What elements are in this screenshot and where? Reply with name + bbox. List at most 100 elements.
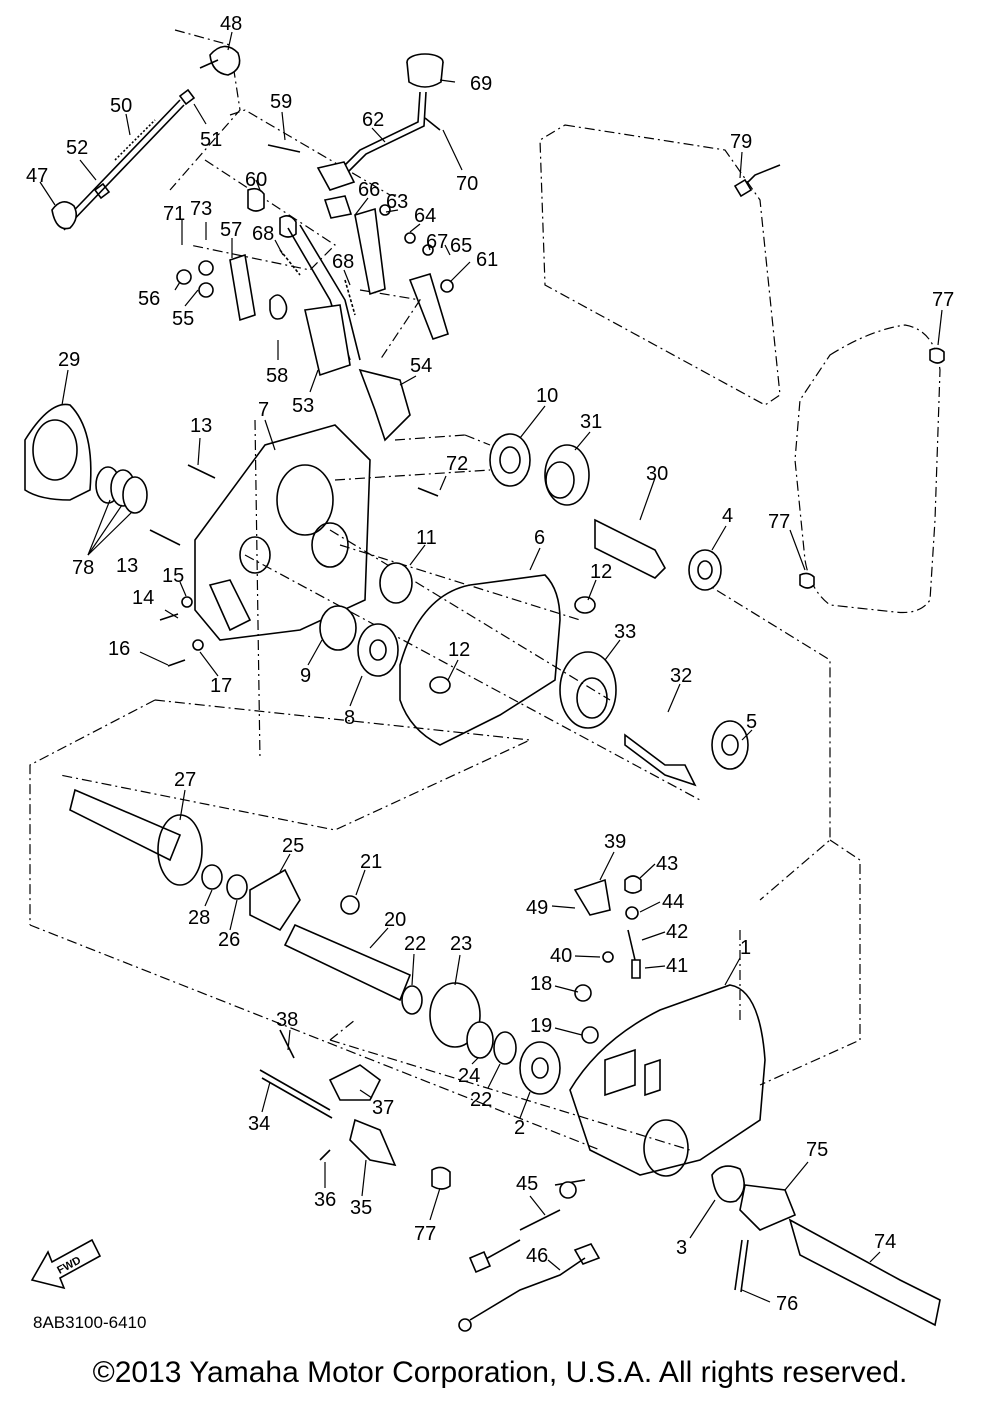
callout-23: 23 <box>450 933 472 955</box>
callout-26: 26 <box>218 929 240 951</box>
callout-42: 42 <box>666 921 688 943</box>
callout-53: 53 <box>292 395 314 417</box>
callout-29: 29 <box>58 349 80 371</box>
callout-68b: 68 <box>332 251 354 273</box>
callout-3: 3 <box>676 1237 687 1259</box>
callout-54: 54 <box>410 355 432 377</box>
callout-36: 36 <box>314 1189 336 1211</box>
callout-55: 55 <box>172 308 194 330</box>
main-shaft-assembly <box>69 788 561 1095</box>
callout-47: 47 <box>26 165 48 187</box>
callout-77c: 77 <box>414 1223 436 1245</box>
callout-38: 38 <box>276 1009 298 1031</box>
callout-79: 79 <box>730 131 752 153</box>
neutral-switch-wiring <box>458 1179 601 1332</box>
callout-40: 40 <box>550 945 572 967</box>
callout-32: 32 <box>670 665 692 687</box>
callout-73: 73 <box>190 198 212 220</box>
callout-13a: 13 <box>190 415 212 437</box>
callout-35: 35 <box>350 1197 372 1219</box>
callout-61: 61 <box>476 249 498 271</box>
callout-67: 67 <box>426 231 448 253</box>
callout-2: 2 <box>514 1117 525 1139</box>
callout-22a: 22 <box>404 933 426 955</box>
callout-21: 21 <box>360 851 382 873</box>
callout-1: 1 <box>740 937 751 959</box>
callout-62: 62 <box>362 109 384 131</box>
callout-59: 59 <box>270 91 292 113</box>
callout-28: 28 <box>188 907 210 929</box>
callout-17: 17 <box>210 675 232 697</box>
callout-63: 63 <box>386 191 408 213</box>
callout-labels: 48 69 50 59 62 51 52 79 47 60 66 63 70 7… <box>26 13 954 1315</box>
callout-12a: 12 <box>590 561 612 583</box>
callout-41: 41 <box>666 955 688 977</box>
callout-10: 10 <box>536 385 558 407</box>
callout-18: 18 <box>530 973 552 995</box>
assembly-boundary-lines <box>29 29 861 1151</box>
callout-6: 6 <box>534 527 545 549</box>
callout-27: 27 <box>174 769 196 791</box>
callout-5: 5 <box>746 711 757 733</box>
callout-15: 15 <box>162 565 184 587</box>
callout-66: 66 <box>358 179 380 201</box>
callout-30: 30 <box>646 463 668 485</box>
fwd-arrow-icon: FWD <box>30 1238 102 1290</box>
callout-75: 75 <box>806 1139 828 1161</box>
callout-11: 11 <box>416 527 437 549</box>
callout-4: 4 <box>722 505 733 527</box>
callout-14: 14 <box>132 587 154 609</box>
callout-56: 56 <box>138 288 160 310</box>
cover-gasket <box>539 124 945 614</box>
callout-71: 71 <box>163 203 185 225</box>
right-case-assembly <box>259 875 941 1327</box>
callout-60: 60 <box>245 169 267 191</box>
callout-74: 74 <box>874 1231 896 1253</box>
callout-39: 39 <box>604 831 626 853</box>
callout-68a: 68 <box>252 223 274 245</box>
callout-25: 25 <box>282 835 304 857</box>
shift-lever-assembly <box>176 53 781 442</box>
callout-8: 8 <box>344 707 355 729</box>
callout-78: 78 <box>72 557 94 579</box>
callout-57: 57 <box>220 219 242 241</box>
callout-69: 69 <box>470 73 492 95</box>
callout-48: 48 <box>220 13 242 35</box>
callout-44: 44 <box>662 891 684 913</box>
callout-49: 49 <box>526 897 548 919</box>
callout-12b: 12 <box>448 639 470 661</box>
callout-77b: 77 <box>768 511 790 533</box>
callout-52: 52 <box>66 137 88 159</box>
callout-19: 19 <box>530 1015 552 1037</box>
callout-33: 33 <box>614 621 636 643</box>
shift-rod-assembly <box>51 45 241 231</box>
leader-lines <box>39 31 943 1303</box>
callout-43: 43 <box>656 853 678 875</box>
callout-76: 76 <box>776 1293 798 1315</box>
left-case-cover <box>24 403 439 667</box>
callout-77a: 77 <box>932 289 954 311</box>
callout-64: 64 <box>414 205 436 227</box>
callout-31: 31 <box>580 411 602 433</box>
callout-45: 45 <box>516 1173 538 1195</box>
callout-34: 34 <box>248 1113 270 1135</box>
callout-37: 37 <box>372 1097 394 1119</box>
callout-65: 65 <box>450 235 472 257</box>
callout-70: 70 <box>456 173 478 195</box>
diagram-code: 8AB3100-6410 <box>33 1313 147 1332</box>
callout-51: 51 <box>200 129 222 151</box>
callout-22b: 22 <box>470 1089 492 1111</box>
callout-24: 24 <box>458 1065 480 1087</box>
copyright-notice: ©2013 Yamaha Motor Corporation, U.S.A. A… <box>92 1356 908 1389</box>
callout-58: 58 <box>266 365 288 387</box>
callout-72: 72 <box>446 453 468 475</box>
callout-46: 46 <box>526 1245 548 1267</box>
callout-13b: 13 <box>116 555 138 577</box>
callout-16: 16 <box>108 638 130 660</box>
callout-7: 7 <box>258 399 269 421</box>
callout-20: 20 <box>384 909 406 931</box>
callout-9: 9 <box>300 665 311 687</box>
gears-and-bearings <box>319 433 749 787</box>
callout-50: 50 <box>110 95 132 117</box>
